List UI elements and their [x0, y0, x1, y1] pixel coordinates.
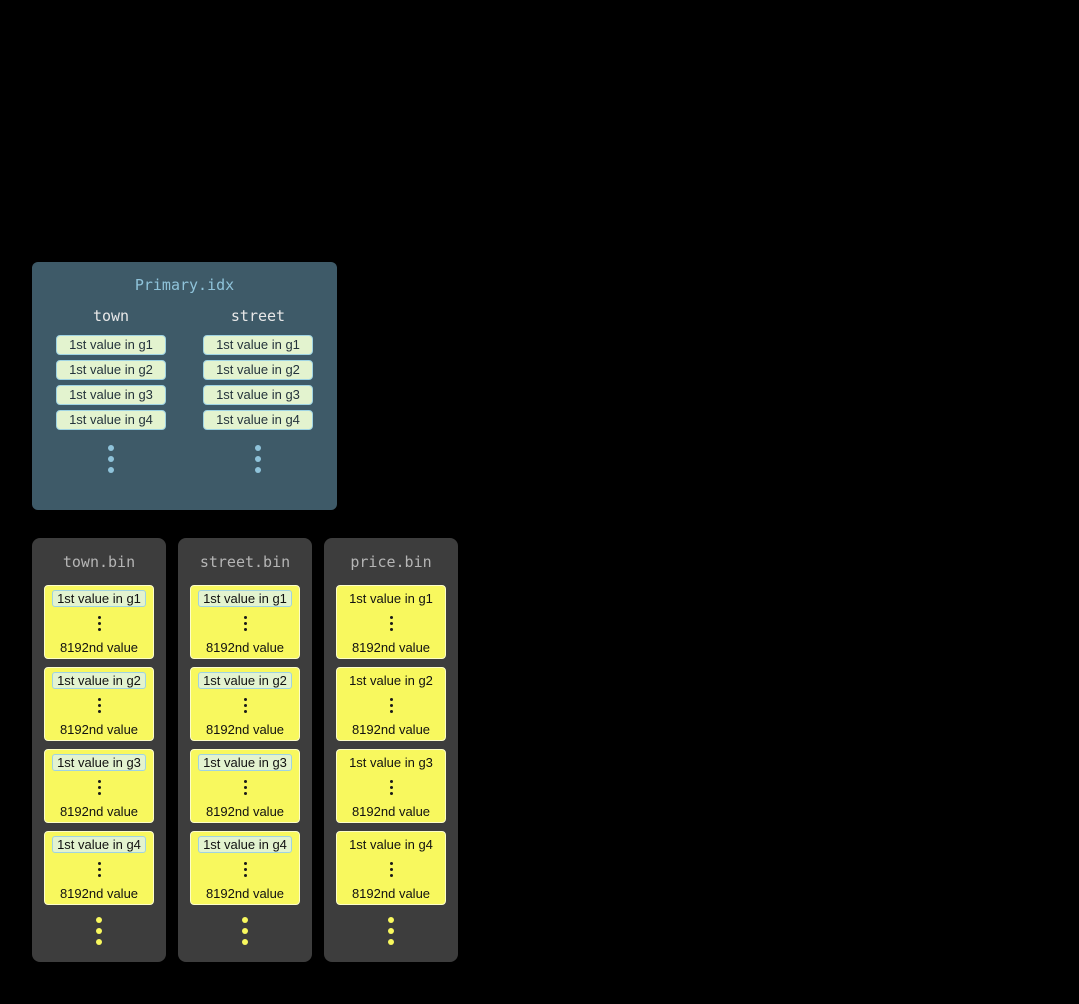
granule-first-value: 1st value in g1: [349, 591, 433, 606]
granule-first-value: 1st value in g4: [349, 837, 433, 852]
primary-index-title: Primary.idx: [134, 276, 235, 294]
granule-last-value: 8192nd value: [59, 886, 139, 901]
granule-town-g2: 1st value in g2 8192nd value: [44, 667, 154, 741]
granule-last-value: 8192nd value: [205, 804, 285, 819]
granule-town-g1: 1st value in g1 8192nd value: [44, 585, 154, 659]
bin-title-street: street.bin: [199, 553, 291, 571]
primary-index-panel: Primary.idx town 1st value in g1 1st val…: [32, 262, 337, 510]
granule-town-g4: 1st value in g4 8192nd value: [44, 831, 154, 905]
bin-panel-town: town.bin 1st value in g1 8192nd value 1s…: [32, 538, 166, 962]
primary-index-columns: town 1st value in g1 1st value in g2 1st…: [32, 307, 337, 473]
index-mark-street-g3: 1st value in g3: [203, 385, 313, 405]
ellipsis-dots-icon: [96, 917, 102, 945]
granule-list: 1st value in g1 8192nd value 1st value i…: [44, 585, 154, 905]
granule-first-value: 1st value in g2: [52, 672, 146, 689]
granule-last-value: 8192nd value: [59, 640, 139, 655]
granule-last-value: 8192nd value: [205, 886, 285, 901]
primary-column-street: street 1st value in g1 1st value in g2 1…: [203, 307, 313, 473]
ellipsis-dots-icon: [243, 698, 247, 713]
granule-first-value: 1st value in g3: [198, 754, 292, 771]
index-mark-town-g2: 1st value in g2: [56, 360, 166, 380]
granule-last-value: 8192nd value: [59, 722, 139, 737]
index-mark-town-g4: 1st value in g4: [56, 410, 166, 430]
index-mark-street-g4: 1st value in g4: [203, 410, 313, 430]
granule-first-value: 1st value in g4: [198, 836, 292, 853]
index-mark-street-g2: 1st value in g2: [203, 360, 313, 380]
granule-street-g1: 1st value in g1 8192nd value: [190, 585, 300, 659]
granule-street-g2: 1st value in g2 8192nd value: [190, 667, 300, 741]
granule-first-value: 1st value in g4: [52, 836, 146, 853]
ellipsis-dots-icon: [97, 698, 101, 713]
bin-title-town: town.bin: [62, 553, 136, 571]
granule-town-g3: 1st value in g3 8192nd value: [44, 749, 154, 823]
granule-last-value: 8192nd value: [351, 640, 431, 655]
granule-first-value: 1st value in g2: [349, 673, 433, 688]
bin-files-row: town.bin 1st value in g1 8192nd value 1s…: [32, 538, 458, 962]
granule-price-g2: 1st value in g2 8192nd value: [336, 667, 446, 741]
ellipsis-dots-icon: [388, 917, 394, 945]
granule-last-value: 8192nd value: [205, 722, 285, 737]
bin-panel-street: street.bin 1st value in g1 8192nd value …: [178, 538, 312, 962]
ellipsis-dots-icon: [108, 445, 114, 473]
index-mark-town-g3: 1st value in g3: [56, 385, 166, 405]
granule-street-g4: 1st value in g4 8192nd value: [190, 831, 300, 905]
ellipsis-dots-icon: [243, 616, 247, 631]
bin-title-price: price.bin: [350, 553, 432, 571]
ellipsis-dots-icon: [389, 698, 393, 713]
column-header-town: town: [92, 307, 130, 325]
ellipsis-dots-icon: [97, 780, 101, 795]
granule-list: 1st value in g1 8192nd value 1st value i…: [190, 585, 300, 905]
granule-first-value: 1st value in g1: [52, 590, 146, 607]
ellipsis-dots-icon: [243, 780, 247, 795]
primary-column-town: town 1st value in g1 1st value in g2 1st…: [56, 307, 166, 473]
granule-price-g4: 1st value in g4 8192nd value: [336, 831, 446, 905]
ellipsis-dots-icon: [242, 917, 248, 945]
index-mark-town-g1: 1st value in g1: [56, 335, 166, 355]
granule-list: 1st value in g1 8192nd value 1st value i…: [336, 585, 446, 905]
granule-last-value: 8192nd value: [205, 640, 285, 655]
column-header-street: street: [230, 307, 286, 325]
granule-last-value: 8192nd value: [59, 804, 139, 819]
granule-first-value: 1st value in g3: [52, 754, 146, 771]
granule-street-g3: 1st value in g3 8192nd value: [190, 749, 300, 823]
ellipsis-dots-icon: [97, 616, 101, 631]
granule-last-value: 8192nd value: [351, 804, 431, 819]
ellipsis-dots-icon: [389, 780, 393, 795]
ellipsis-dots-icon: [255, 445, 261, 473]
ellipsis-dots-icon: [243, 862, 247, 877]
granule-price-g3: 1st value in g3 8192nd value: [336, 749, 446, 823]
granule-price-g1: 1st value in g1 8192nd value: [336, 585, 446, 659]
granule-last-value: 8192nd value: [351, 886, 431, 901]
granule-last-value: 8192nd value: [351, 722, 431, 737]
index-mark-street-g1: 1st value in g1: [203, 335, 313, 355]
bin-panel-price: price.bin 1st value in g1 8192nd value 1…: [324, 538, 458, 962]
ellipsis-dots-icon: [389, 862, 393, 877]
granule-first-value: 1st value in g3: [349, 755, 433, 770]
granule-first-value: 1st value in g2: [198, 672, 292, 689]
ellipsis-dots-icon: [389, 616, 393, 631]
ellipsis-dots-icon: [97, 862, 101, 877]
granule-first-value: 1st value in g1: [198, 590, 292, 607]
